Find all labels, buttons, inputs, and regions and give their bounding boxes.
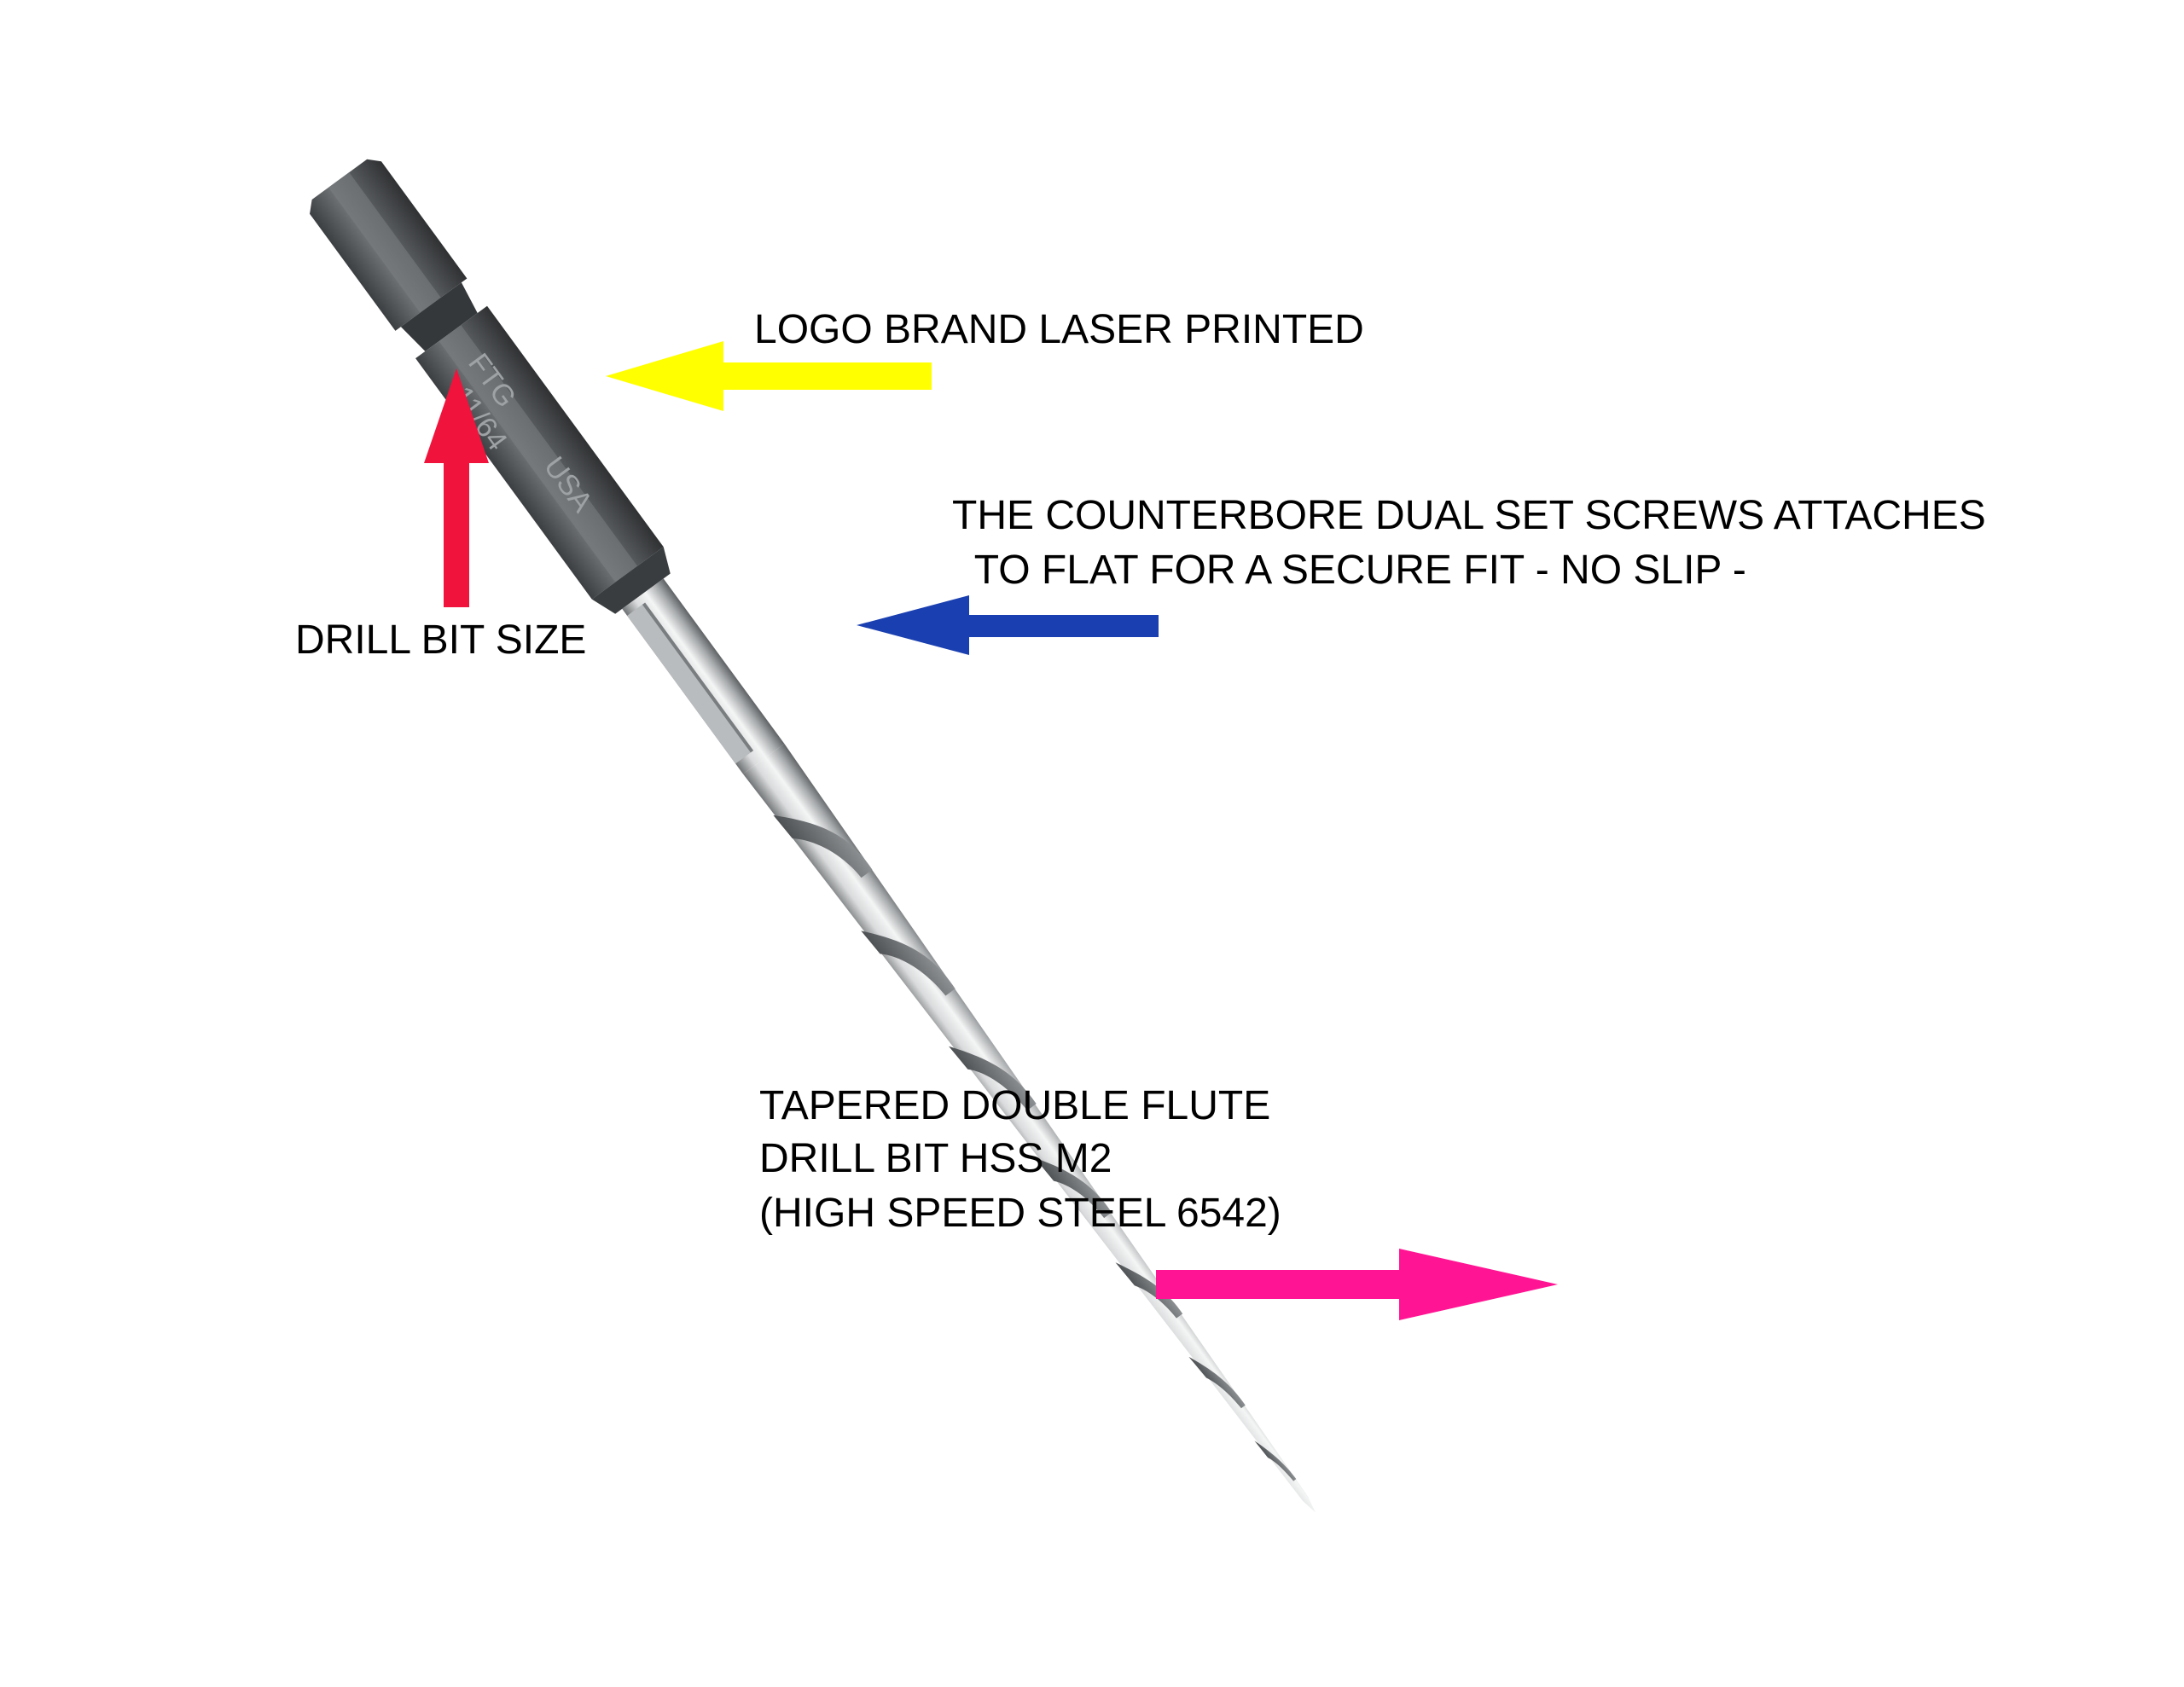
hex-shank-groove [400, 282, 478, 351]
tapered-flute-body [742, 744, 1316, 1513]
arrow-up-icon [424, 368, 489, 607]
drill-bit: 11/64 FTG USA [310, 159, 1316, 1513]
taper-callout-line1: TAPERED DOUBLE FLUTE [759, 1083, 1271, 1128]
hex-shank-tip [310, 159, 468, 331]
flat-arrow [857, 595, 1159, 655]
logo-arrow [606, 341, 932, 411]
counterbore-callout-line2: TO FLAT FOR A SECURE FIT - NO SLIP - [952, 548, 1746, 593]
taper-callout-line2: DRILL BIT HSS M2 [759, 1136, 1112, 1181]
size-callout-label: DRILL BIT SIZE [295, 617, 587, 663]
arrow-right-icon [1156, 1249, 1558, 1320]
shaft-flat [622, 578, 785, 774]
logo-callout-label: LOGO BRAND LASER PRINTED [754, 307, 1364, 352]
arrow-left-icon [857, 595, 1159, 655]
hex-shank [415, 305, 671, 614]
arrow-left-icon [606, 341, 932, 411]
flute-arrow [1156, 1249, 1558, 1320]
taper-callout-line3: (HIGH SPEED STEEL 6542) [759, 1191, 1281, 1236]
counterbore-callout-line1: THE COUNTERBORE DUAL SET SCREWS ATTACHES [952, 493, 1986, 538]
size-arrow [424, 368, 489, 607]
